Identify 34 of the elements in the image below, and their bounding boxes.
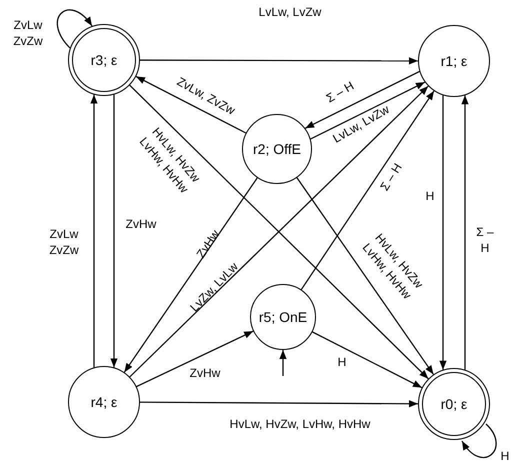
edge-label: Σ – H (376, 160, 406, 194)
edge-label: H (500, 448, 510, 464)
arrow (461, 95, 469, 370)
arrow (279, 350, 287, 376)
arrow (140, 57, 418, 64)
edge-label: ZvLw ZvZw (48, 226, 80, 258)
edge-label: Σ – H (475, 224, 495, 256)
edge-label: ZvHw (126, 216, 156, 232)
edge-label: HvLw, HvZw, LvHw, HvHw (230, 416, 370, 432)
edge-label: H (426, 188, 434, 204)
edge-label: ZvLw ZvZw (12, 17, 44, 49)
arrow (312, 331, 422, 388)
arrow (136, 330, 254, 388)
arrow (296, 177, 434, 375)
arrow (439, 95, 447, 370)
state-label: r3; ε (90, 50, 118, 70)
edge-label: ZvHw (190, 365, 220, 381)
arrow (90, 94, 98, 368)
arrow (462, 424, 497, 458)
arrow (304, 70, 420, 129)
arrow (300, 90, 434, 290)
edge-label: H (338, 354, 346, 370)
edge-label: LvLw, LvZw (258, 4, 322, 20)
state-label: r1; ε (440, 52, 468, 70)
arrow (110, 94, 118, 368)
state-label: r2; OffE (253, 140, 301, 158)
state-label: r5; OnE (258, 308, 308, 326)
state-label: r0; ε (440, 394, 468, 414)
state-label: r4; ε (90, 392, 118, 412)
arrow (136, 76, 246, 134)
arrow (124, 178, 258, 373)
arrow (310, 82, 426, 140)
arrow (140, 400, 418, 408)
arrow (56, 9, 92, 48)
